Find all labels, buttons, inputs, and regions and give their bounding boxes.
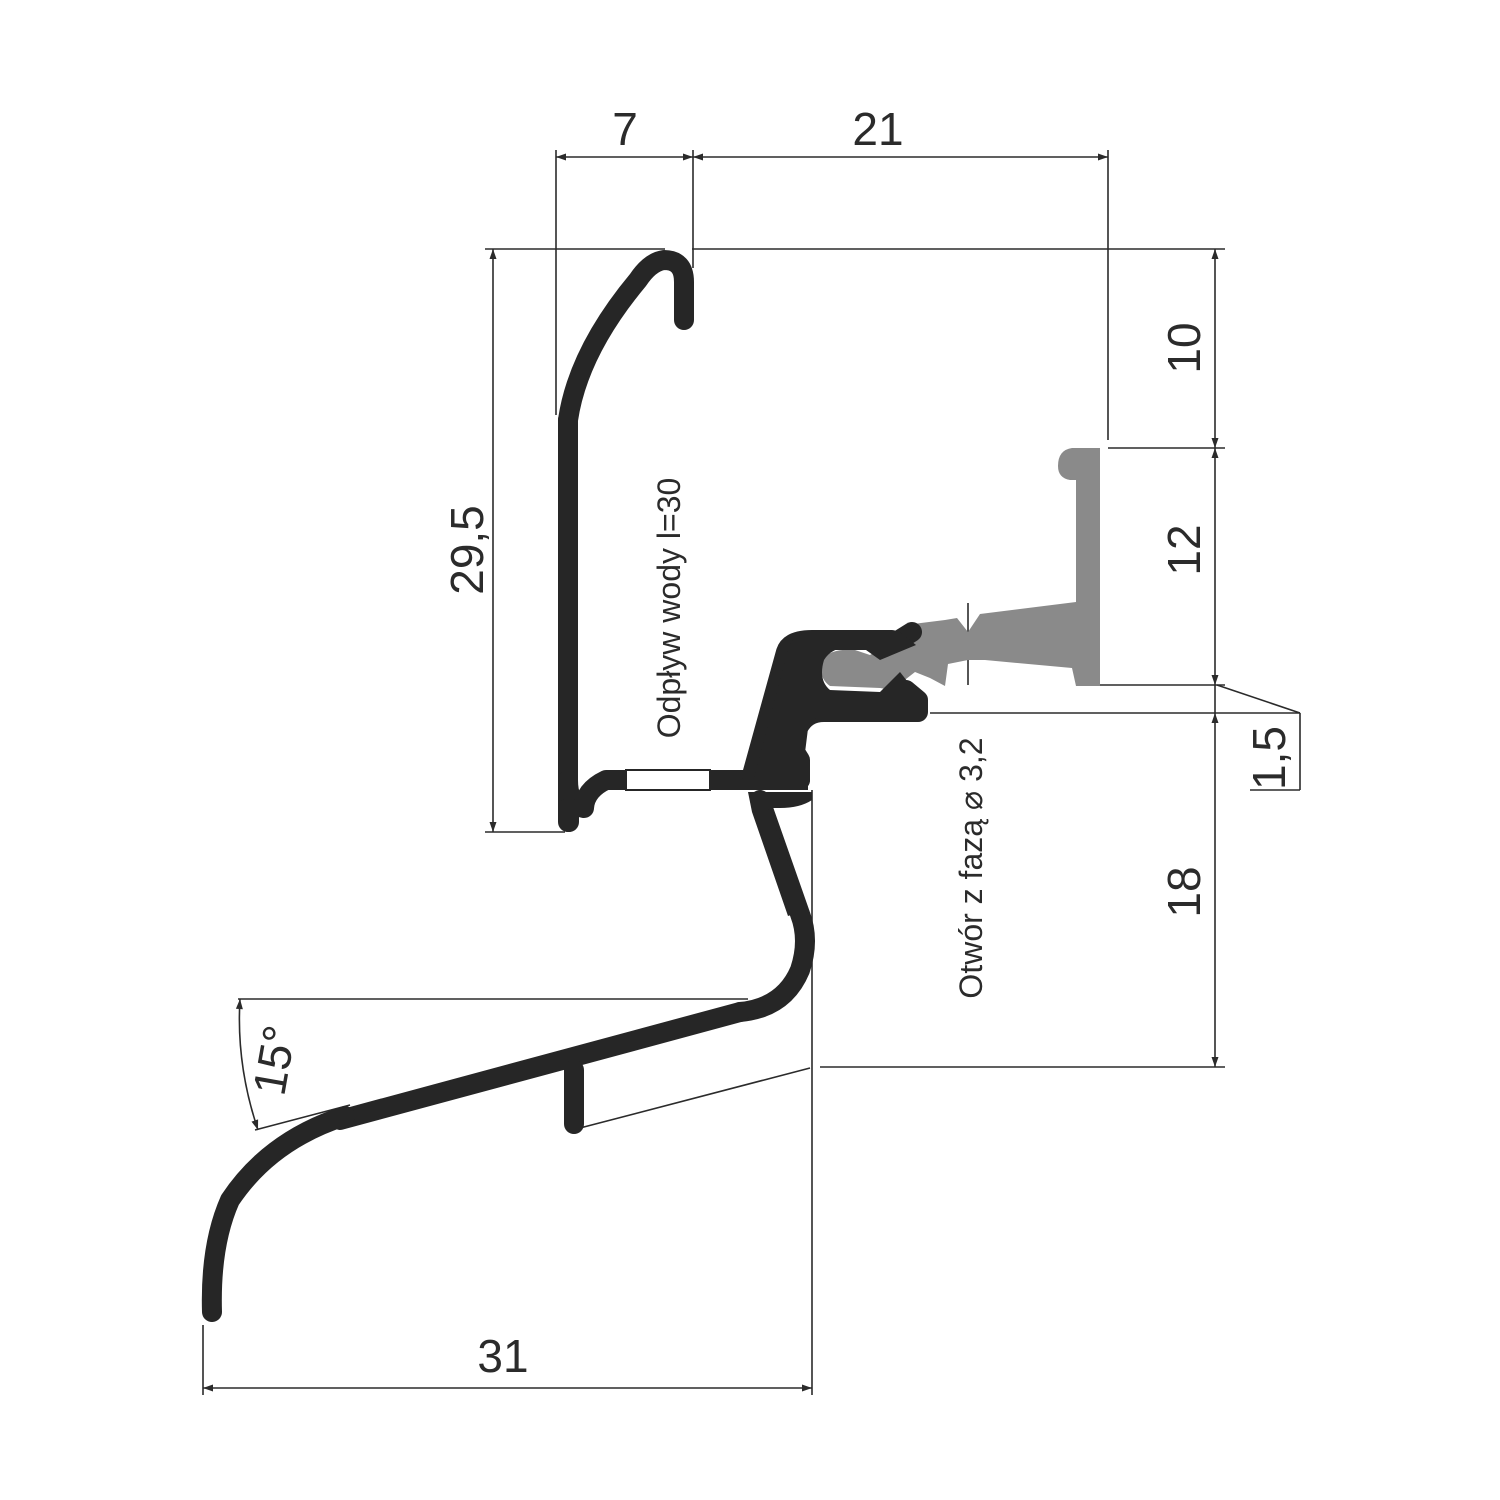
dim-right-top-height: 10 [1158, 322, 1210, 373]
dim-right-gap: 1,5 [1243, 726, 1295, 790]
dim-bottom-width: 31 [477, 1330, 528, 1382]
dim-top-right-width: 21 [852, 103, 903, 155]
dim-slope-angle: 15° [243, 1021, 306, 1099]
dim-left-height: 29,5 [441, 505, 493, 595]
profile-block-fill [754, 632, 922, 790]
dimension-lines [203, 153, 1300, 1392]
drain-slot [625, 769, 711, 791]
note-water-drain: Odpływ wody l=30 [651, 478, 687, 739]
dim-right-bottom-height: 18 [1158, 866, 1210, 917]
gasket [821, 448, 1100, 690]
dim-top-left-width: 7 [612, 103, 638, 155]
profile-heel-fill [748, 792, 812, 916]
extension-lines [202, 150, 1301, 1395]
dim-right-mid-height: 12 [1158, 524, 1210, 575]
note-hole: Otwór z fazą ⌀ 3,2 [953, 737, 989, 998]
